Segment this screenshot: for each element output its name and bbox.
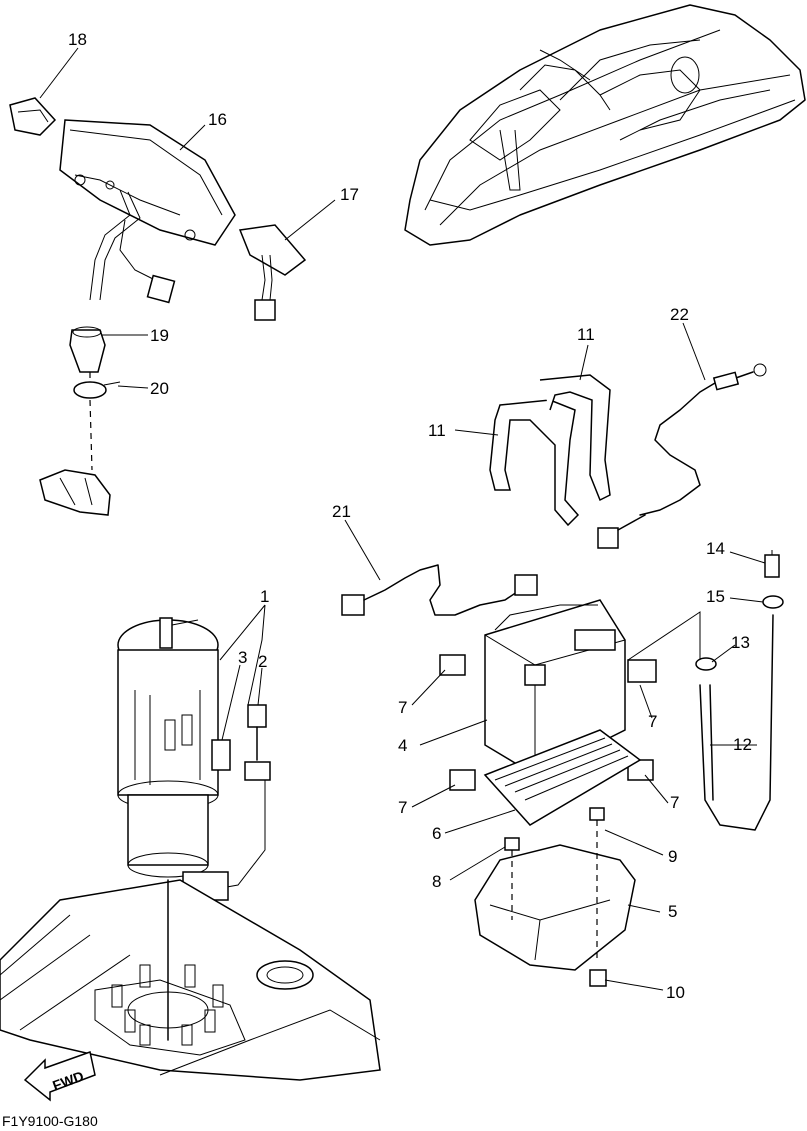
callout-2: 2	[258, 652, 267, 671]
callout-17: 17	[340, 185, 359, 204]
leader-lines	[39, 47, 766, 991]
part-2-connector	[244, 704, 271, 781]
callout-14: 14	[706, 539, 725, 558]
callout-labels: 18 16 17 19 20 11 11 22 21 14 15 13 12 1…	[68, 30, 752, 1002]
part-10-nut	[589, 969, 607, 987]
callout-7-upper-right: 7	[648, 712, 657, 731]
part-20-clamp	[73, 381, 121, 399]
watercraft-illustration	[404, 4, 806, 246]
part-13-clip	[695, 657, 717, 671]
callout-19: 19	[150, 326, 169, 345]
part-5-battery-box	[474, 844, 636, 971]
fwd-arrow	[23, 1051, 96, 1102]
callout-18: 18	[68, 30, 87, 49]
callout-11-top: 11	[577, 325, 595, 344]
callout-7-lower-right: 7	[670, 793, 679, 812]
harness-connectors	[39, 469, 111, 516]
part-18-bracket	[9, 97, 57, 136]
callout-1: 1	[260, 587, 269, 606]
part-22-cable	[597, 363, 767, 549]
callout-11-left: 11	[428, 421, 446, 440]
callout-20: 20	[150, 379, 169, 398]
callout-22: 22	[670, 305, 689, 324]
callout-12: 12	[733, 735, 752, 754]
meter-assembly	[59, 119, 236, 304]
part-7-pads	[439, 654, 657, 791]
callout-15: 15	[706, 587, 725, 606]
callout-7-lower-left: 7	[398, 798, 407, 817]
part-6-mat	[483, 729, 642, 826]
part-9-bolt	[589, 807, 605, 960]
callout-4: 4	[398, 736, 407, 755]
part-15-clamp	[762, 595, 784, 609]
callout-7-upper-left: 7	[398, 698, 407, 717]
part-14-fitting	[764, 550, 780, 578]
callout-16: 16	[208, 110, 227, 129]
callout-13: 13	[731, 633, 750, 652]
part-3-bracket	[211, 739, 231, 771]
callout-9: 9	[668, 847, 677, 866]
part-11-straps	[489, 374, 611, 527]
callout-6: 6	[432, 824, 441, 843]
part-12-hose	[699, 614, 774, 831]
callout-3: 3	[238, 648, 247, 667]
part-19-grommet	[69, 326, 106, 373]
callout-10: 10	[666, 983, 685, 1002]
fuel-tank	[0, 879, 381, 1081]
part-8-bolt	[504, 837, 520, 920]
callout-21: 21	[332, 502, 351, 521]
part-1-fuel-pump	[117, 617, 219, 878]
callout-5: 5	[668, 902, 677, 921]
callout-8: 8	[432, 872, 441, 891]
part-21-cable	[341, 564, 538, 616]
diagram-code: F1Y9100-G180	[2, 1113, 98, 1129]
part-17-bracket	[238, 224, 307, 321]
